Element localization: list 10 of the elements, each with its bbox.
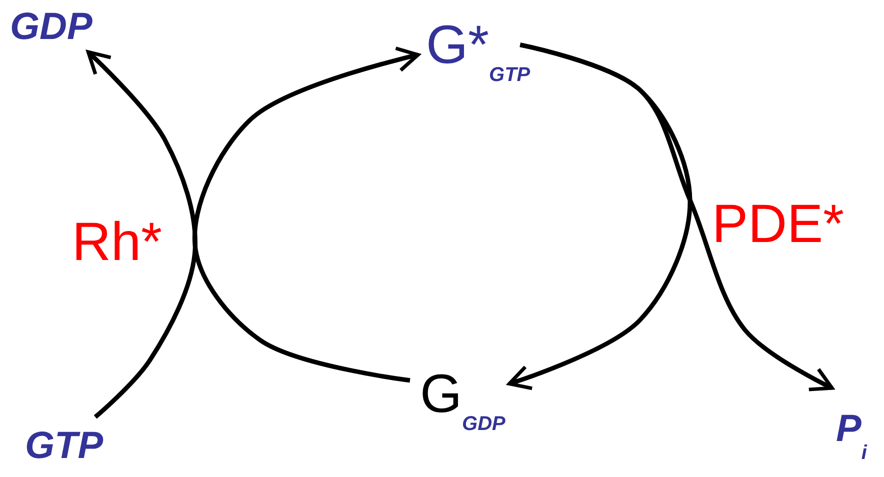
- arrow: [86, 50, 198, 419]
- node-label: GTP: [25, 427, 104, 465]
- enzyme-label: Rh*: [72, 215, 162, 269]
- node-label: G*$_{GTP}$: [426, 18, 530, 85]
- node-label: G$_{GDP}$: [420, 367, 506, 434]
- arrow: [520, 42, 834, 392]
- node-label: GDP: [10, 8, 92, 46]
- arrow: [192, 46, 420, 383]
- node-label: P$_{i}$: [836, 410, 867, 463]
- enzyme-label: PDE*: [712, 197, 844, 251]
